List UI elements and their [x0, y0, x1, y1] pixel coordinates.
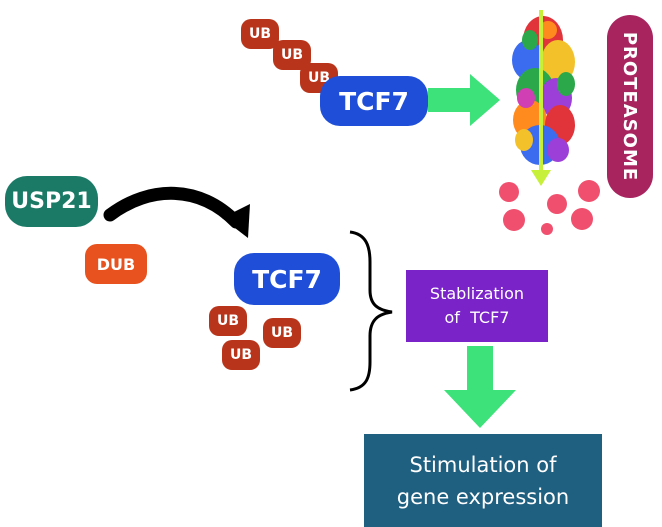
proteasome-text: PROTEASOME — [619, 31, 641, 182]
stabilization-line-1: Stablization — [429, 284, 525, 303]
tcf7-stabilized: TCF7 — [234, 253, 340, 305]
stimulation-box: Stimulation of gene expression — [364, 434, 602, 527]
proteasome-label: PROTEASOME — [607, 15, 653, 198]
to-stimulation-arrow — [444, 346, 516, 428]
usp21-action-arrow — [103, 186, 243, 229]
usp21-node: USP21 — [5, 176, 98, 227]
ub-top-1: UB — [241, 19, 279, 49]
ub-free-2: UB — [263, 318, 301, 348]
proteasome-complex — [512, 16, 575, 165]
ub-free-3: UB — [222, 340, 260, 370]
curly-brace — [349, 230, 393, 392]
dub-node: DUB — [85, 244, 147, 284]
peptide-fragments — [499, 180, 600, 235]
stabilization-line-2: of TCF7 — [444, 308, 510, 327]
stimulation-line-1: Stimulation of — [409, 452, 557, 477]
to-proteasome-arrow — [428, 74, 500, 126]
ub-free-1: UB — [209, 306, 247, 336]
stabilization-box: Stablization of TCF7 — [406, 270, 548, 342]
stimulation-line-2: gene expression — [396, 484, 570, 509]
tcf7-ubiquitinated: TCF7 — [320, 76, 428, 126]
